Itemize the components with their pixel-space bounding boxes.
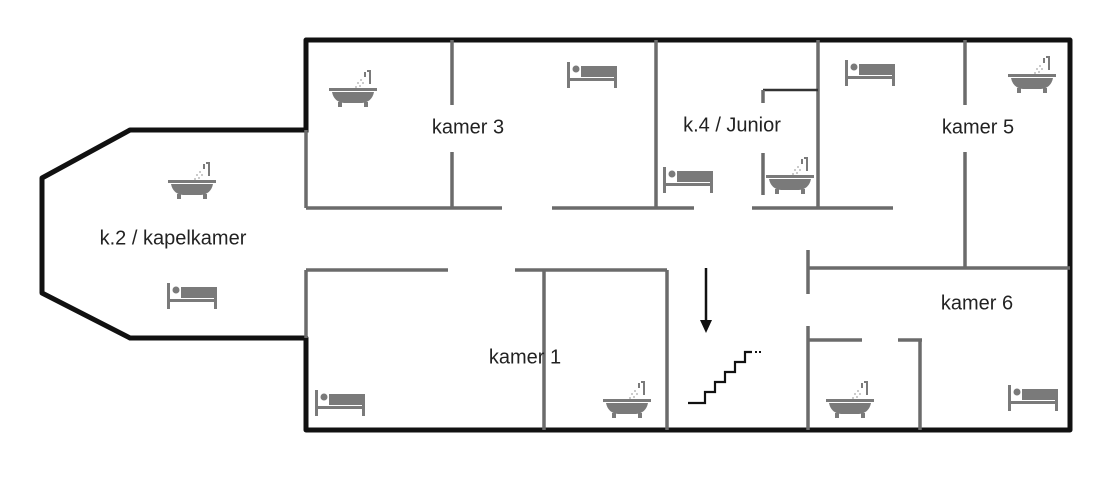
bed-icon [663,167,713,193]
bed-icon [567,62,617,88]
room-label-junior: k.4 / Junior [683,114,781,136]
bathtub-icon [1008,55,1056,94]
bed-icon [315,390,365,416]
room-label-kamer-6: kamer 6 [941,292,1013,314]
bathtub-icon [766,156,814,195]
interior-walls [304,40,1070,430]
bed-icon [1008,385,1058,411]
room-label-kamer-1: kamer 1 [489,346,561,368]
bathtub-icon [168,161,216,200]
bed-icon [167,283,217,309]
stairs-icon [688,350,761,405]
bed-icon [845,60,895,86]
room-label-kamer-3: kamer 3 [432,116,504,138]
arrow-down-icon [700,268,712,333]
room-label-kamer-5: kamer 5 [942,116,1014,138]
bathtub-icon [826,380,874,419]
bathtub-icon [329,69,377,108]
room-label-kapelkamer: k.2 / kapelkamer [100,227,247,249]
bathtub-icon [603,380,651,419]
